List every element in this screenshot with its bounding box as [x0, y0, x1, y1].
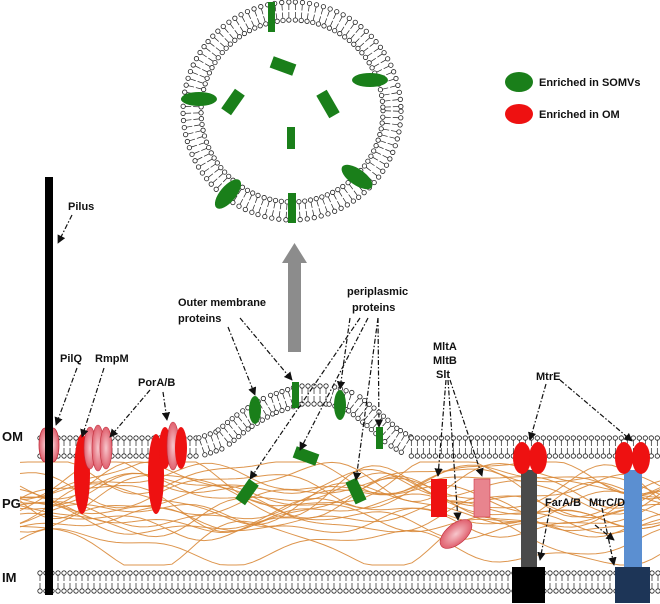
label-rmpm: RmpM: [95, 353, 129, 365]
legend-item-om: Enriched in OM: [505, 104, 620, 124]
label-omp-line2: proteins: [178, 313, 221, 325]
legend-label-om: Enriched in OM: [539, 109, 620, 121]
label-mtrc: MtrC/D: [589, 497, 625, 509]
slt-protein: [439, 519, 473, 549]
legend-label-somv: Enriched in SOMVs: [539, 77, 640, 89]
periplasmic-protein-3: [345, 477, 367, 505]
leader-lines: [54, 214, 633, 566]
pilus-rod: [45, 177, 53, 595]
pg-fiber: [19, 477, 660, 519]
omp-green-4: [376, 427, 383, 449]
pg-fiber: [19, 528, 660, 566]
label-mlta: MltA: [433, 341, 457, 353]
peptidoglycan-fibers: [19, 461, 660, 566]
label-pg: PG: [2, 496, 21, 511]
omp-green-2: [292, 382, 299, 408]
label-mtre: MtrE: [536, 371, 560, 383]
label-peri-line1: periplasmic: [347, 286, 408, 298]
pg-fiber: [19, 475, 660, 533]
label-om: OM: [2, 429, 23, 444]
mtrc-efflux-pump: [615, 442, 650, 603]
pg-fiber: [19, 461, 660, 515]
vesicle-proteins: [181, 2, 388, 223]
label-fara: FarA/B: [545, 497, 581, 509]
legend: Enriched in SOMVs Enriched in OM: [505, 72, 640, 124]
pg-fiber: [19, 496, 660, 538]
pg-fiber: [19, 462, 660, 500]
label-mltb: MltB: [433, 355, 457, 367]
label-im: IM: [2, 570, 16, 585]
legend-item-somv: Enriched in SOMVs: [505, 72, 640, 92]
label-slt: Slt: [436, 369, 450, 381]
label-pilus: Pilus: [68, 201, 94, 213]
periplasmic-protein-2: [292, 446, 320, 466]
label-peri-line2: proteins: [352, 302, 395, 314]
pg-fiber: [19, 516, 660, 566]
rmpm-porin-cluster: [83, 424, 113, 472]
pora-porin-cluster: [159, 421, 187, 471]
pg-fiber: [19, 500, 660, 530]
vesiculation-arrow: [282, 243, 307, 352]
label-pilq: PilQ: [60, 353, 82, 365]
pg-fiber: [19, 506, 660, 538]
omp-green-3: [334, 390, 346, 420]
pilq-complex: [38, 425, 60, 465]
omp-green-1: [249, 396, 261, 424]
pg-fiber: [19, 508, 660, 542]
pg-fiber: [19, 464, 660, 520]
label-pora: PorA/B: [138, 377, 175, 389]
pg-fiber: [19, 472, 660, 509]
periplasmic-protein-1: [235, 478, 259, 506]
pg-fiber: [19, 461, 660, 496]
pg-fiber: [19, 472, 660, 506]
somv-vesicle: [180, 0, 404, 223]
pg-fiber: [19, 493, 660, 535]
mlt-pink-box: [473, 478, 491, 518]
fara-efflux-pump: [512, 442, 547, 603]
mlt-red-box: [431, 479, 447, 517]
label-omp-line1: Outer membrane: [178, 297, 266, 309]
